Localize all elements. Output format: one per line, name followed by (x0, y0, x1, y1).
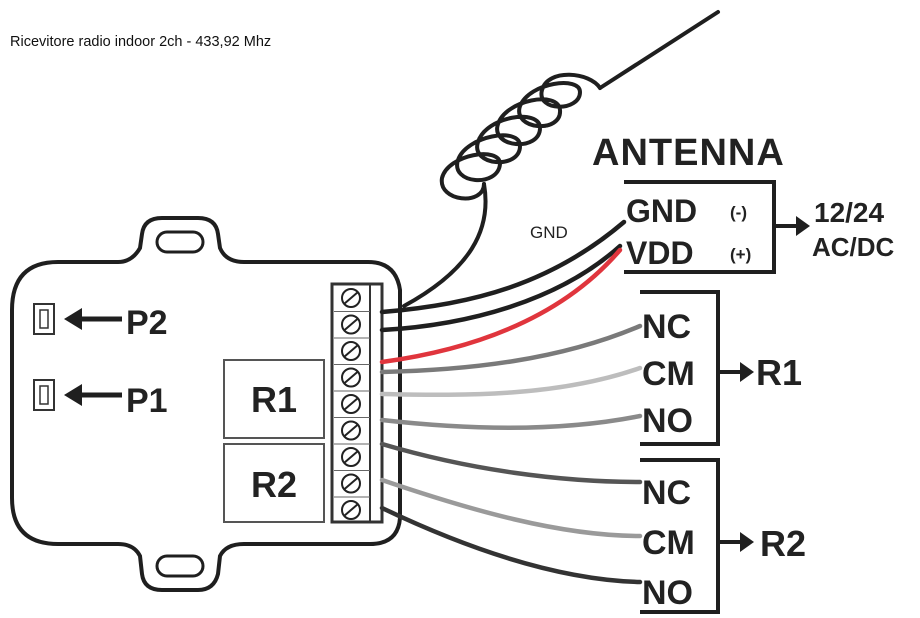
arrow-icon (718, 532, 754, 552)
wire-r2-nc (379, 441, 643, 485)
button-p2 (33, 303, 55, 335)
terminal-screw (341, 288, 361, 308)
relay1-contact-nc: NC (642, 308, 691, 346)
arrow-icon (64, 384, 122, 406)
relay2-contacts: NC CM NO (642, 474, 695, 612)
relay1-contacts: NC CM NO (642, 308, 695, 440)
relay2-contact-no: NO (642, 574, 693, 612)
wire-gnd (379, 219, 627, 315)
relay2-bracket (640, 458, 720, 614)
terminal-screw (341, 447, 361, 467)
relay-label-r1: R1 (251, 379, 297, 420)
relay-r2: R2 (223, 443, 325, 523)
terminal-screw (341, 473, 361, 494)
relay1-contact-no: NO (642, 402, 693, 440)
wire-vdd (379, 243, 623, 333)
wire-vdd-red (379, 247, 623, 365)
wire-r1-nc (379, 323, 643, 375)
arrow-icon (774, 216, 810, 236)
power-gnd-sign: (-) (730, 203, 747, 222)
terminal-block (330, 282, 384, 524)
antenna-coil (402, 10, 720, 308)
power-vdd-sign: (+) (730, 245, 751, 264)
power-gnd-label: GND (626, 193, 697, 229)
diagram-caption: Ricevitore radio indoor 2ch - 433,92 Mhz (10, 34, 272, 50)
arrow-icon (718, 362, 754, 382)
wire-r1-no (379, 413, 643, 431)
receiver-housing (10, 216, 402, 592)
button-label-p2: P2 (126, 304, 168, 342)
button-label-p1: P1 (126, 382, 168, 420)
relay2-contact-cm: CM (642, 524, 695, 562)
terminal-screw (341, 314, 361, 335)
terminal-screw (341, 341, 361, 361)
power-vdd-label: VDD (626, 235, 694, 271)
relay2-contact-nc: NC (642, 474, 691, 512)
wires (379, 219, 643, 585)
relay2-output-label: R2 (760, 523, 806, 564)
terminal-screw (341, 367, 361, 388)
arrow-icon (64, 308, 122, 330)
relay-r1: R1 (223, 359, 325, 439)
terminal-screw (341, 500, 361, 520)
button-p1 (33, 379, 55, 411)
antenna-label: ANTENNA (592, 132, 785, 174)
supply-type-label: AC/DC (812, 232, 895, 262)
supply-voltage-label: 12/24 (814, 197, 884, 228)
gnd-wire-label: GND (530, 223, 568, 242)
relay1-bracket (640, 290, 720, 446)
relay1-output-label: R1 (756, 352, 802, 393)
wire-r2-no (379, 505, 643, 585)
relay-label-r2: R2 (251, 464, 297, 505)
terminal-screw (341, 394, 361, 414)
terminal-screw (341, 420, 361, 441)
relay1-contact-cm: CM (642, 355, 695, 393)
wire-r1-cm (379, 365, 643, 397)
wire-r2-cm (379, 477, 643, 539)
